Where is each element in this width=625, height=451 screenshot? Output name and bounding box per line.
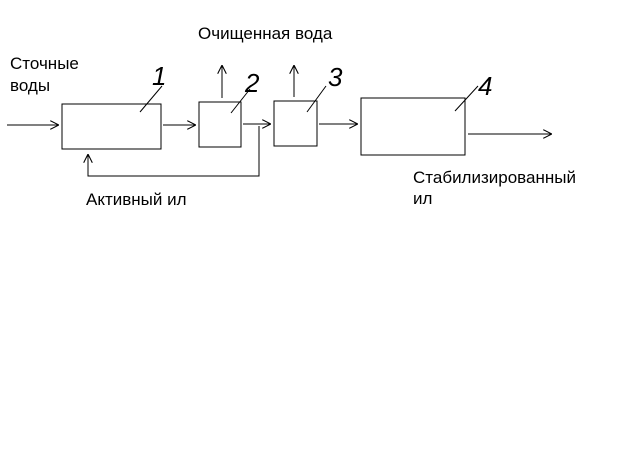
block-4 (360, 97, 466, 156)
block-1 (61, 103, 162, 150)
block-1-number: 1 (152, 61, 166, 91)
block-4-number: 4 (478, 71, 492, 101)
inflow-label-line1: Сточные (10, 54, 79, 73)
inflow-label-line2: воды (10, 76, 50, 95)
block-3-leader (306, 85, 327, 113)
stabilized-sludge-label-line2: ил (413, 189, 432, 208)
block-3 (273, 100, 318, 147)
block-2-number: 2 (244, 68, 260, 98)
block-4-leader (454, 85, 479, 112)
clean-water-label: Очищенная вода (198, 24, 333, 43)
activated-sludge-label: Активный ил (86, 190, 187, 209)
sludge-return-line (88, 126, 260, 177)
block-3-number: 3 (328, 62, 343, 92)
block-2-leader (230, 88, 251, 114)
block-1-leader (139, 85, 163, 113)
block-2 (198, 101, 242, 148)
stabilized-sludge-label-line1: Стабилизированный (413, 168, 576, 187)
